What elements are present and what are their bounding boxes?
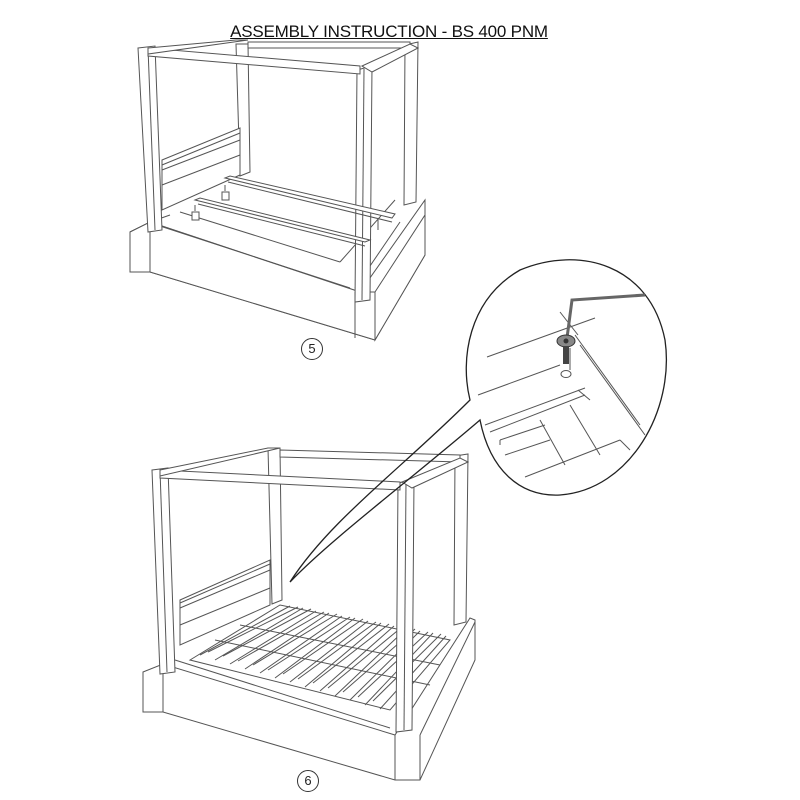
detail-callout [289,259,667,583]
step-5-marker: 5 [301,338,323,360]
step-5-illustration [129,39,426,342]
step-6-illustration [142,447,476,781]
step-6-marker: 6 [297,770,319,792]
document-title: ASSEMBLY INSTRUCTION - BS 400 PNM [230,22,548,41]
